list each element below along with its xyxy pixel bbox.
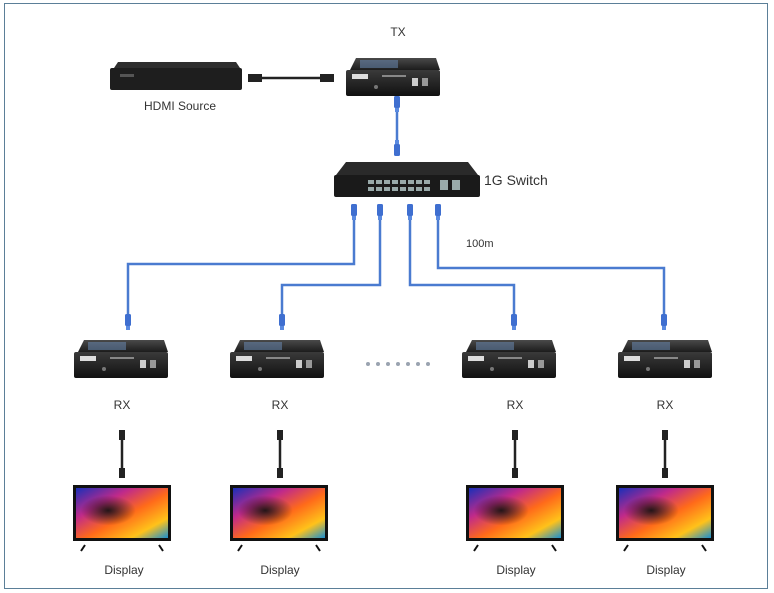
tv-display-icon [465,484,565,552]
tx-switch-cable [394,96,400,156]
tx-extender-icon [346,58,440,96]
rx-label: RX [272,398,289,412]
hdmi-source-label: HDMI Source [144,99,216,113]
distance-label: 100m [466,238,494,250]
rx-extender-icon [618,340,712,378]
rx-extender-icon [462,340,556,378]
tv-display-icon [229,484,329,552]
more-units-ellipsis [366,362,430,366]
display-label: Display [104,563,143,577]
display-label: Display [260,563,299,577]
switch-label: 1G Switch [484,172,548,188]
tx-label: TX [390,25,405,39]
display-label: Display [646,563,685,577]
switch-rx-cables [126,220,666,316]
hdmi-cable-icon [248,74,334,82]
rx-extender-icon [74,340,168,378]
hdmi-source-icon [110,62,242,90]
tv-display-icon [72,484,172,552]
hdmi-cable-icon [117,428,670,480]
display-label: Display [496,563,535,577]
rx-label: RX [657,398,674,412]
network-switch-icon [334,162,480,197]
tv-display-icon [615,484,715,552]
rx-extender-icon [230,340,324,378]
rx-label: RX [114,398,131,412]
rx-label: RX [507,398,524,412]
